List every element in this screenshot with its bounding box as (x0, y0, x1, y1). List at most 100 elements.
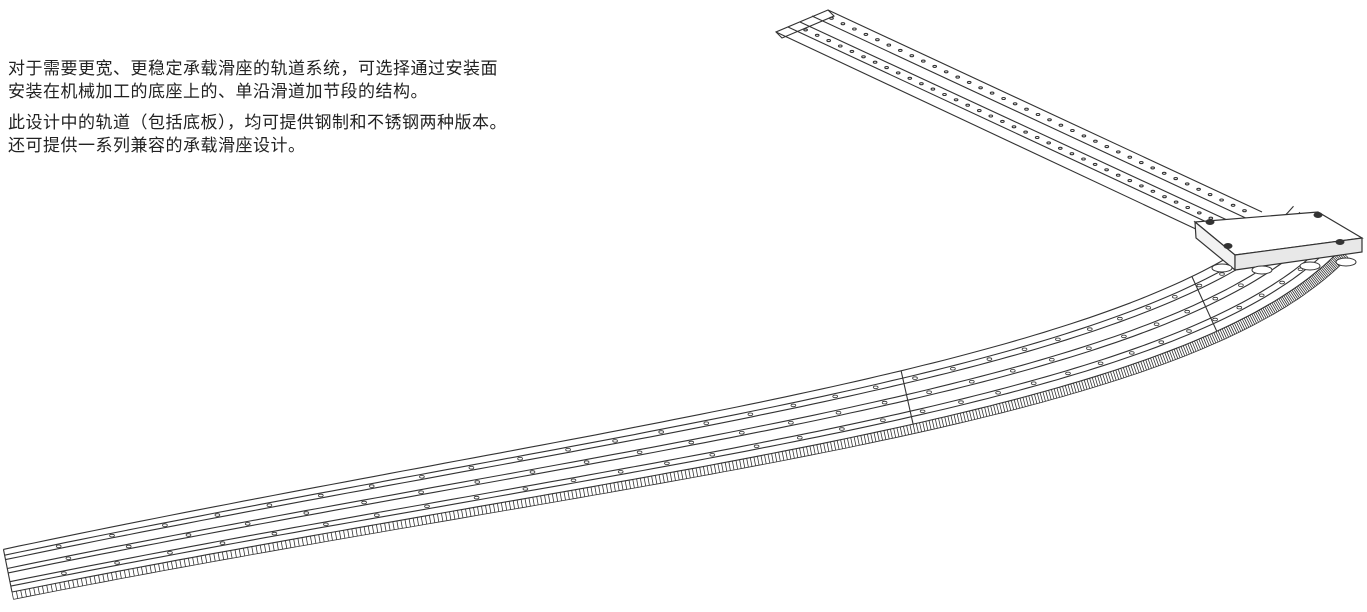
mounting-hole (612, 439, 618, 443)
mounting-hole (788, 421, 794, 425)
mounting-hole (703, 421, 710, 425)
mounting-hole (418, 490, 424, 494)
mounting-hole (1258, 293, 1265, 297)
mounting-hole (832, 394, 838, 399)
mounting-hole (1087, 327, 1093, 331)
mounting-hole (1173, 200, 1179, 204)
mounting-hole (835, 411, 842, 415)
mounting-hole (1104, 145, 1110, 149)
mounting-hole (919, 82, 924, 86)
mounting-hole (266, 503, 273, 507)
guide-wheel (1211, 263, 1233, 273)
mounting-hole (1212, 296, 1219, 301)
mounting-hole (942, 92, 947, 97)
mounting-hole (839, 427, 845, 431)
mounting-hole (1161, 171, 1167, 175)
mounting-hole (897, 48, 903, 52)
mounting-hole (1081, 134, 1087, 138)
description-paragraph-1: 对于需要更宽、更稳定承载滑座的轨道系统，可选择通过安装面 安装在机械加工的底座上… (8, 58, 698, 104)
mounting-hole (583, 460, 590, 464)
mounting-hole (909, 54, 915, 58)
mounting-hole (1055, 337, 1061, 341)
mounting-hole (907, 76, 913, 80)
mounting-hole (565, 448, 571, 452)
track-mounting-holes (55, 224, 1320, 575)
mounting-hole (1021, 347, 1028, 351)
guide-wheel (1299, 261, 1321, 271)
mounting-hole (932, 64, 938, 68)
mounting-hole (664, 461, 670, 465)
mounting-hole (930, 87, 936, 91)
carriage-bolt-hole (1205, 219, 1215, 225)
mounting-hole (943, 70, 949, 74)
mounting-hole (803, 28, 808, 32)
mounting-hole (796, 436, 803, 440)
mounting-hole (468, 466, 475, 470)
mounting-hole (1086, 346, 1092, 350)
mounting-hole (373, 513, 380, 517)
mounting-hole (863, 32, 869, 36)
mounting-hole (1145, 306, 1152, 310)
mounting-hole (323, 522, 329, 526)
mounting-hole (986, 357, 993, 361)
mounting-hole (522, 487, 529, 491)
mounting-hole (1196, 187, 1201, 191)
mounting-hole (953, 98, 959, 102)
mounting-hole (1185, 205, 1191, 210)
carriage-bolt-hole (1335, 239, 1345, 245)
mounting-hole (1186, 329, 1192, 333)
mounting-hole (688, 440, 695, 445)
mounting-hole (886, 43, 892, 47)
mounting-hole (185, 533, 192, 537)
mounting-hole (1150, 189, 1156, 193)
mounting-hole (1093, 139, 1098, 143)
mounting-hole (872, 60, 878, 64)
mounting-hole (1049, 358, 1055, 362)
mounting-hole (361, 500, 367, 505)
mounting-hole (919, 409, 926, 413)
mounting-hole (1230, 203, 1236, 207)
mounting-hole (167, 551, 173, 555)
mounting-hole (303, 511, 310, 515)
rail-edge-line (8, 230, 1320, 574)
mounting-hole (950, 367, 956, 371)
rail-edge-line (7, 225, 1315, 570)
mounting-hole (1196, 211, 1202, 215)
mounting-hole (926, 390, 932, 394)
segment-joint (900, 370, 914, 425)
mounting-hole (1097, 361, 1104, 365)
mounting-hole (1121, 334, 1127, 339)
mounting-hole (424, 504, 430, 508)
guide-wheel (1251, 265, 1273, 275)
mounting-hole (880, 418, 886, 422)
mounting-hole (1115, 150, 1121, 154)
mounting-hole (1058, 123, 1064, 127)
mounting-hole (988, 114, 994, 118)
mounting-hole (814, 33, 820, 37)
mounting-hole (978, 86, 983, 90)
description-line: 还可提供一系列兼容的承载滑座设计。 (8, 136, 306, 156)
mounting-hole (995, 391, 1001, 395)
mounting-hole (473, 495, 480, 500)
mounting-hole (109, 533, 115, 538)
mounting-hole (1279, 280, 1285, 285)
mounting-hole (1127, 179, 1133, 183)
mounting-hole (1012, 102, 1018, 106)
mounting-hole (861, 55, 866, 59)
carriage-bolt-hole (1223, 243, 1233, 249)
mounting-hole (968, 380, 975, 384)
rail-edge-line (11, 249, 1341, 593)
mounting-hole (1207, 193, 1213, 197)
mounting-hole (1117, 316, 1123, 321)
mounting-hole (474, 480, 481, 484)
mounting-hole (1184, 182, 1190, 186)
straight-rail-line (799, 21, 1241, 227)
rail-end-cap (2, 549, 13, 593)
mounting-hole (989, 91, 995, 95)
mounting-hole (790, 403, 797, 408)
mounting-hole (849, 49, 855, 53)
carriage-plate-front (1234, 237, 1363, 271)
mounting-hole (738, 431, 745, 435)
mounting-hole (840, 22, 846, 26)
